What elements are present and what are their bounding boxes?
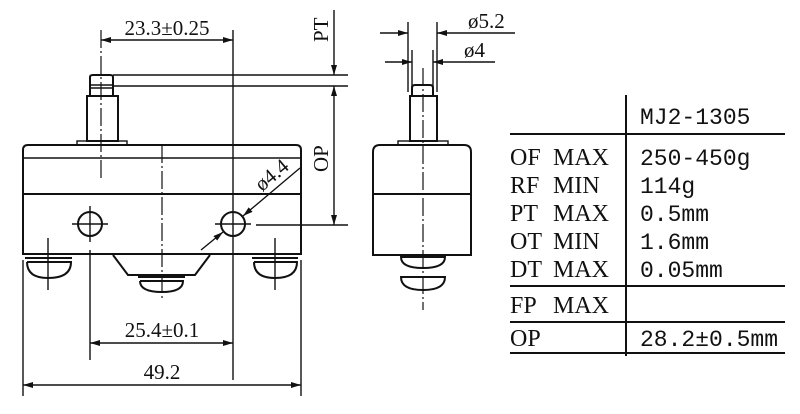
label-pt: PT (309, 17, 333, 42)
param-name: RF (510, 173, 539, 199)
spec-row-rf: RF MIN 114g (510, 173, 695, 200)
terminal-center (138, 276, 185, 294)
param-value: 28.2±0.5mm (640, 327, 778, 353)
param-limit: MAX (553, 201, 609, 227)
spec-row-fp: FP MAX (510, 293, 609, 319)
param-value: 0.05mm (640, 258, 723, 284)
param-value: 1.6mm (640, 230, 709, 256)
param-name: OP (510, 326, 541, 352)
spec-row-ot: OT MIN 1.6mm (510, 229, 709, 256)
side-body (372, 144, 472, 256)
dim-hole-spacing: 25.4±0.1 (125, 318, 200, 342)
spec-row-dt: DT MAX 0.05mm (510, 257, 723, 284)
param-limit: MIN (553, 229, 600, 255)
param-name: OT (510, 229, 542, 255)
side-view: ø5.2 ø4 (372, 9, 515, 310)
common-terminal-housing (112, 254, 211, 276)
plunger-stem (86, 95, 119, 142)
dim-overall-width: 49.2 (144, 360, 181, 384)
param-name: FP (510, 293, 537, 319)
spec-table: MJ2-1305 OF MAX 250-450g RF MIN 114g PT … (510, 95, 785, 356)
plunger-cap (89, 74, 114, 96)
dim-hole-diameter: ø4.4 (250, 154, 294, 196)
spec-row-op: OP 28.2±0.5mm (510, 326, 778, 353)
spec-row-pt: PT MAX 0.5mm (510, 201, 709, 228)
param-value: 250-450g (640, 146, 750, 172)
param-limit: MIN (553, 173, 600, 199)
switch-body (22, 144, 302, 255)
param-limit: MAX (553, 257, 609, 283)
param-limit: MAX (553, 293, 609, 319)
param-name: DT (510, 257, 542, 283)
param-name: PT (510, 201, 538, 227)
dim-inner-diameter: ø4 (464, 38, 486, 62)
param-value: 0.5mm (640, 202, 709, 228)
param-value: 114g (640, 174, 695, 200)
spec-row-of: OF MAX 250-450g (510, 145, 750, 172)
label-op: OP (309, 145, 333, 172)
dim-outer-diameter: ø5.2 (468, 9, 505, 33)
dim-actuator-offset: 23.3±0.25 (124, 16, 209, 40)
model-number: MJ2-1305 (640, 105, 750, 131)
side-terminal (399, 256, 447, 292)
front-view: 23.3±0.25 25.4±0.1 49.2 PT OP ø4.4 (22, 10, 348, 396)
param-name: OF (510, 145, 541, 171)
param-limit: MAX (553, 145, 609, 171)
